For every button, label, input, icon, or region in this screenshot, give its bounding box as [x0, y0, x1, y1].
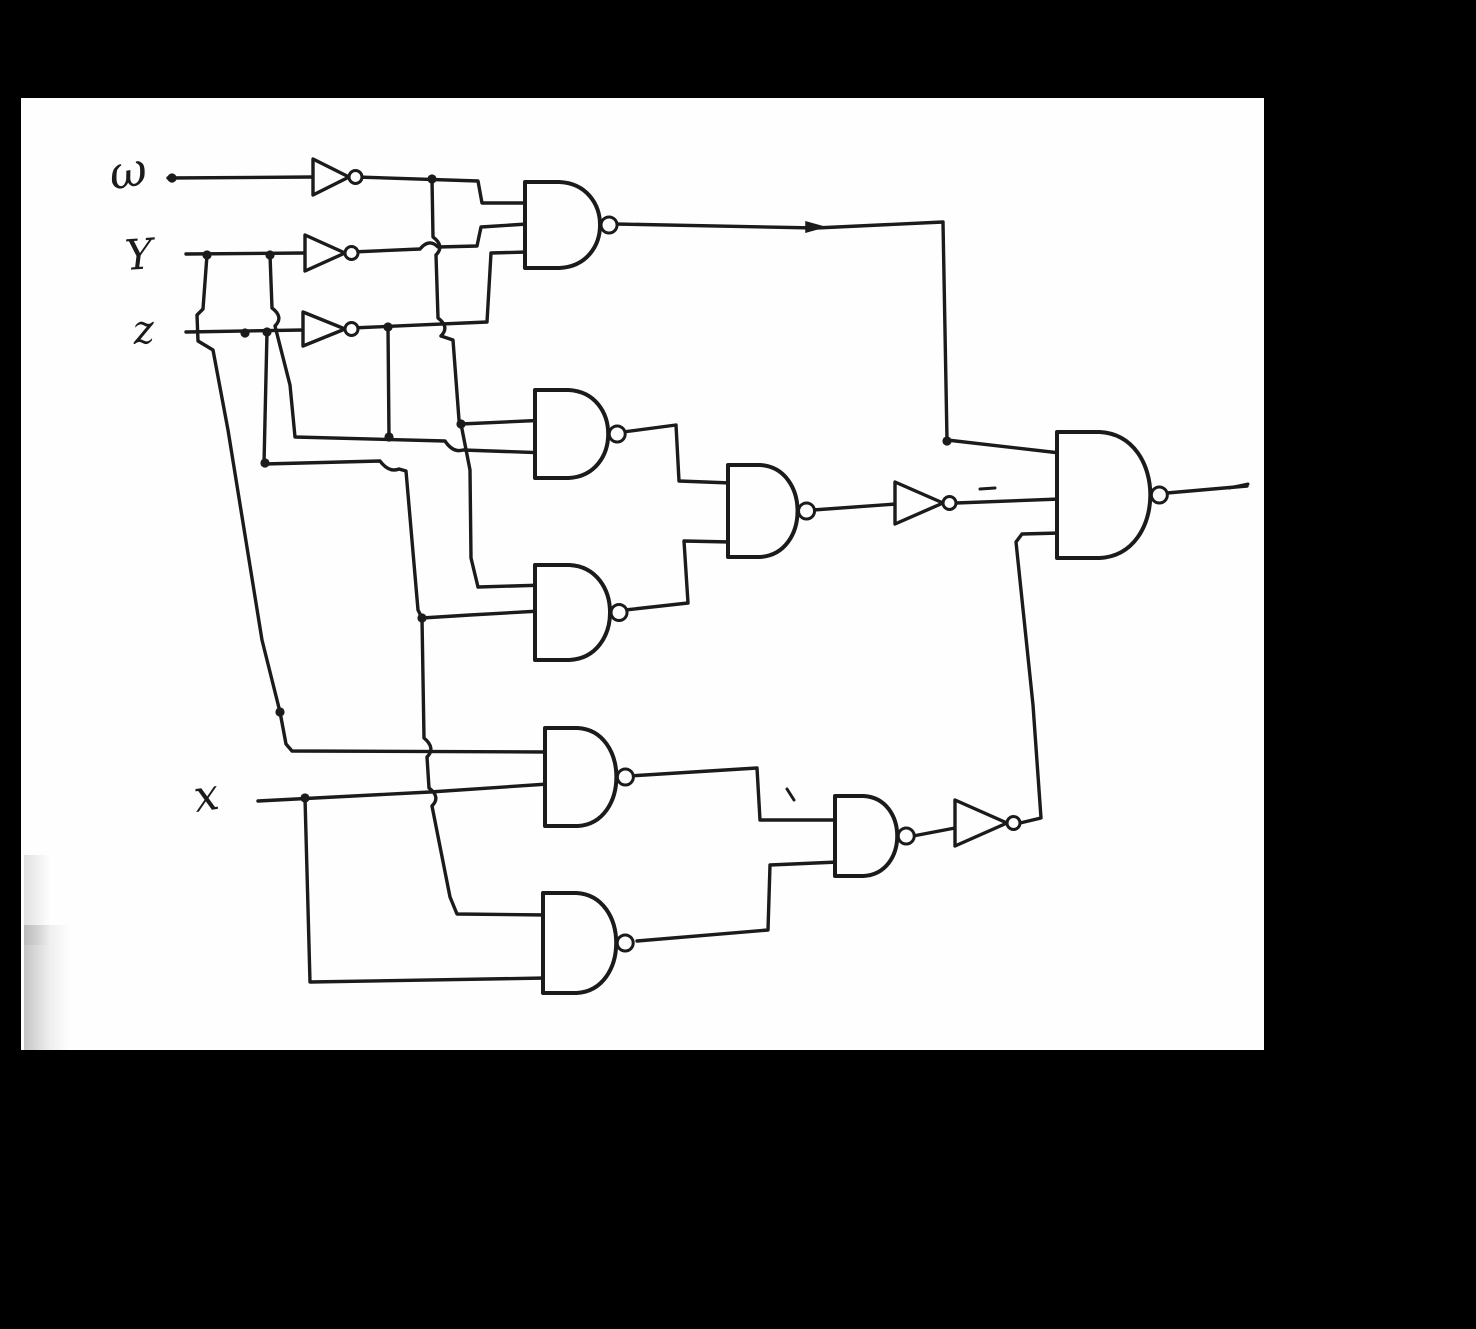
dot-y-tap2 [265, 250, 275, 260]
nand-c-bubble [609, 603, 629, 622]
dot-y-tap1 [202, 250, 212, 260]
wire-y-branch-to-nand-d [195, 253, 550, 754]
dot-c-in2-tap [417, 613, 427, 623]
dot-h2-join [384, 432, 394, 442]
input-label-w: ω [105, 141, 151, 201]
arrow-tick-top-wire [805, 221, 827, 233]
inverter-bot-bubble [1005, 815, 1022, 831]
nand-top-bubble [599, 215, 619, 235]
nand-f-bubble [896, 826, 916, 846]
wire-w-not-to-nand-top [354, 175, 529, 205]
paper-smudge-faint [24, 855, 50, 945]
paper-smudge [24, 925, 70, 1050]
dot-w-start [167, 173, 177, 183]
input-label-z: z [130, 307, 156, 354]
dot-z-not-tap [383, 322, 393, 332]
nand-b-bubble [797, 501, 817, 521]
dot-z-tap1 [240, 328, 250, 338]
inverter-y-body [303, 233, 347, 273]
dot-top-right-corner [942, 436, 952, 446]
inverter-mid-body [893, 480, 945, 526]
wire-nand-b-out [811, 502, 898, 512]
dot-a-in1-tap [456, 419, 466, 429]
wire-w-input [166, 175, 315, 180]
nand-d-bubble [615, 767, 635, 787]
dot-x-tap [300, 793, 310, 803]
output-end-tick [1227, 482, 1250, 490]
wire-inverter-bot-up [1014, 531, 1062, 825]
stray-dash-mark [978, 486, 997, 491]
paper-sheet [21, 98, 1264, 1050]
wire-nand-c-out [623, 539, 733, 612]
nand-top-body [523, 180, 603, 270]
nand-final-body [1055, 430, 1153, 560]
nand-d-body [543, 726, 619, 828]
stray-comma-mark [785, 787, 796, 802]
nand-b-body [726, 463, 800, 559]
dot-z-corner [260, 458, 270, 468]
inverter-w-bubble [347, 169, 364, 185]
inverter-mid-bubble [941, 495, 958, 511]
wire-nand-top-out [614, 220, 1062, 455]
dot-w-not-tap [427, 174, 437, 184]
nand-f-body [833, 794, 900, 878]
wire-y-not-to-nand-top [350, 222, 529, 254]
wire-nand-d-out [627, 766, 840, 822]
wire-nand-e-out [635, 860, 840, 943]
inverter-bot-body [953, 798, 1009, 848]
wire-nand-f-out [911, 826, 957, 838]
wire-z-not-to-nand-top [350, 250, 529, 330]
inverter-z-bubble [343, 321, 360, 337]
wire-z-not-drop [386, 325, 391, 439]
inverter-y-bubble [343, 245, 360, 261]
wire-nand-a-out [621, 423, 733, 485]
wire-z-branch-to-c-and-e [262, 330, 550, 917]
nand-a-body [533, 388, 611, 480]
nand-a-bubble [607, 424, 627, 444]
wire-inverter-mid-out [954, 497, 1062, 505]
nand-e-body [541, 891, 619, 995]
inverter-z-body [301, 310, 347, 348]
nand-final-bubble [1149, 485, 1169, 505]
wire-y-branch-to-nand-a [268, 253, 550, 455]
wire-w-not-drop [430, 177, 480, 589]
nand-e-bubble [615, 933, 635, 953]
wire-x-branch-to-nand-e [303, 796, 548, 984]
wire-x-input [256, 782, 550, 803]
nand-c-body [533, 563, 612, 662]
wire-branch-nand-c-in2 [420, 609, 542, 620]
dot-z-tap2 [262, 327, 272, 337]
inverter-w-body [311, 157, 351, 197]
dot-slant-mid [275, 707, 285, 717]
